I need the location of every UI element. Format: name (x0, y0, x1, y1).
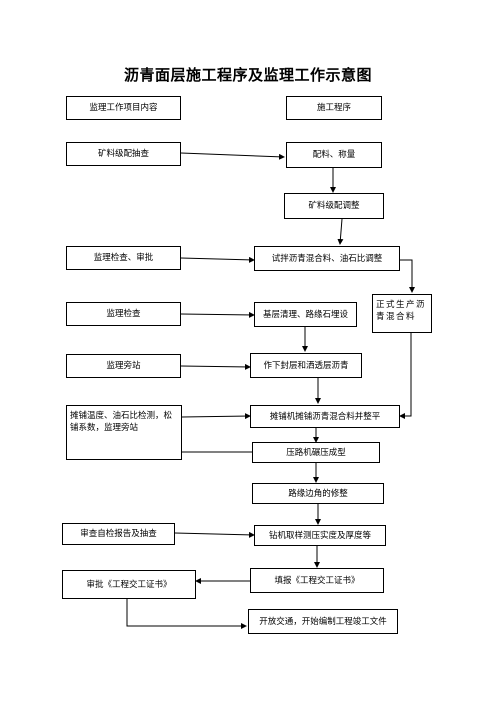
page-title: 沥青面层施工程序及监理工作示意图 (123, 66, 372, 84)
seal-layer-box: 作下封层和洒透层沥青 (250, 353, 362, 378)
edge-trim-box: 路缘边角的修整 (252, 483, 384, 504)
open-traffic-box: 开放交通，开始编制工程竣工文件 (248, 609, 398, 634)
drill-test-box: 钻机取样测压实度及厚度等 (254, 525, 386, 546)
construction-header-box: 施工程序 (286, 96, 382, 120)
supervision-header-box: 监理工作项目内容 (66, 96, 181, 120)
roller-box: 压路机碾压成型 (252, 442, 380, 463)
mineral-adjust-box: 矿料级配调整 (284, 193, 384, 219)
supervision-check-box: 监理检查 (66, 302, 181, 326)
supervision-approve-box: 监理检查、审批 (66, 246, 181, 270)
review-self-check-box: 审查自检报告及抽查 (62, 523, 175, 545)
paving-checks-box: 摊铺温度、油石比检测，松铺系数，监理旁站 (66, 405, 182, 460)
fill-cert-box: 填报《工程交工证书》 (250, 568, 384, 593)
approve-cert-box: 审批《工程交工证书》 (62, 570, 196, 599)
paver-box: 摊铺机摊铺沥青混合料并整平 (250, 405, 400, 428)
formal-production-box: 正式生产沥青混合料 (372, 294, 432, 333)
base-clean-box: 基层清理、路缘石埋设 (254, 302, 357, 327)
batching-box: 配料、称量 (286, 142, 382, 168)
trial-mix-box: 试拌沥青混合料、油石比调整 (254, 246, 400, 271)
mineral-check-box: 矿料级配抽查 (66, 142, 181, 166)
supervision-station-box: 监理旁站 (66, 354, 181, 378)
